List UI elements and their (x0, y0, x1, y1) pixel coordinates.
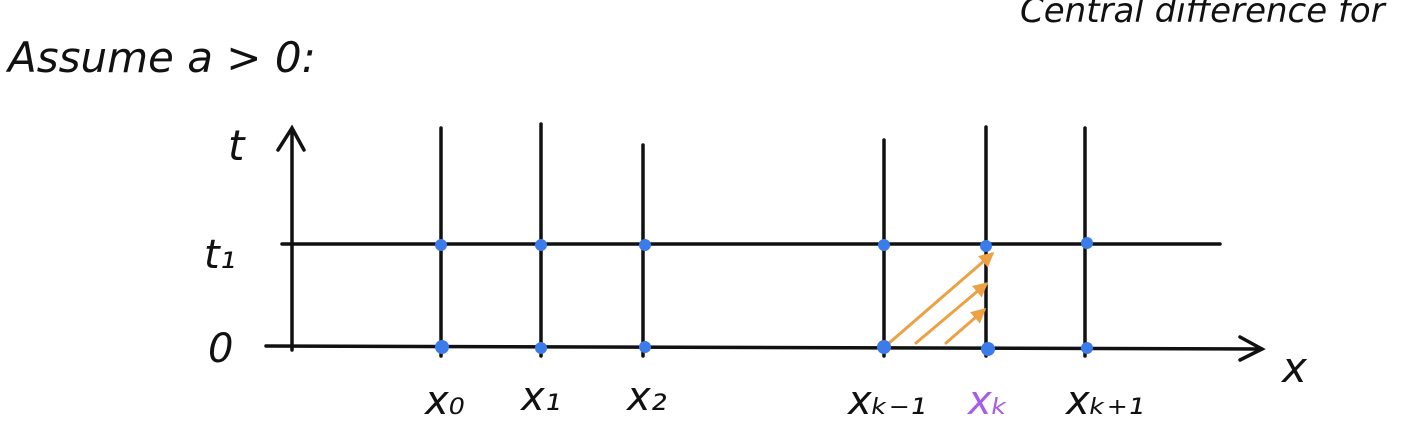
x-axis (264, 335, 1266, 362)
node-xk-0 (981, 342, 995, 356)
node-xk+1-t1 (1081, 237, 1093, 249)
x-label-xk-1: xₖ₋₁ (846, 378, 926, 424)
time-level-label-0: 0 (208, 326, 233, 372)
node-xk-1-t1 (878, 239, 890, 251)
corner-text: Central difference for (1020, 0, 1387, 31)
x-label-x2: x₂ (625, 374, 667, 420)
time-level-label-t1: t₁ (204, 232, 236, 278)
vertical-grid-lines (439, 122, 1087, 358)
t-axis-arrow-icon (276, 124, 306, 152)
characteristic-arrows (886, 252, 995, 346)
t-axis (276, 124, 306, 352)
characteristic-arrow-2 (914, 282, 989, 345)
node-xk-t1 (980, 240, 992, 252)
node-x1-t1 (535, 239, 547, 251)
node-x2-t1 (639, 239, 651, 251)
x-axis-arrow-icon (1238, 335, 1266, 362)
characteristic-arrow-1 (886, 252, 995, 346)
t-axis-label: t (228, 121, 246, 170)
x-position-labels: x₀ x₁ x₂ xₖ₋₁ xₖ xₖ₊₁ (423, 374, 1144, 424)
characteristic-arrow-3 (944, 308, 987, 345)
node-xk-1-0 (877, 340, 891, 354)
node-xk+1-0 (1081, 342, 1093, 354)
x-axis-label: x (1280, 343, 1308, 392)
heading-text: Assume a > 0: (5, 33, 316, 82)
node-x2-0 (639, 341, 651, 353)
x-label-x0: x₀ (423, 378, 465, 424)
node-x1-0 (535, 342, 547, 354)
node-x0-0 (435, 340, 449, 354)
x-label-x1: x₁ (519, 374, 561, 420)
x-label-xk+1: xₖ₊₁ (1064, 378, 1144, 424)
node-x0-t1 (435, 239, 447, 251)
grid-nodes (435, 237, 1093, 356)
x-label-xk: xₖ (966, 378, 1009, 424)
